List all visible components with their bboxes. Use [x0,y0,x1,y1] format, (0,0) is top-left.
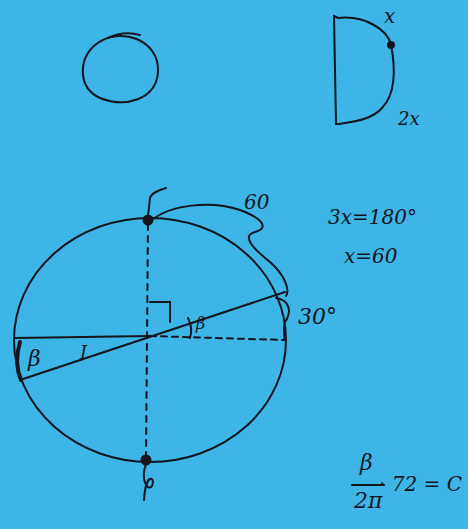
arc-60-bracket [152,205,287,296]
segment-mark: I [80,344,87,362]
half-circle [334,16,394,124]
angle-symbol: β [196,316,205,332]
fraction-numerator: β [360,452,373,474]
angle-arc [188,318,191,338]
bottom-loop [144,464,153,500]
angle-value: 60 [244,192,269,212]
big-circle [14,218,286,462]
fraction-denominator: 2π [354,490,382,512]
point-dot [388,42,394,48]
right-angle-mark [150,302,170,322]
vertical-dashed [146,224,148,456]
horizontal-line [15,336,150,338]
equation: x=60 [344,246,398,266]
point-label: x [384,6,395,26]
arc-label: 2x [398,110,420,128]
angle-symbol: β [28,348,41,370]
arc-30-bracket [276,298,289,340]
left-arc [17,342,21,380]
equation: 3x=180° [328,207,417,227]
tilted-diameter [20,292,285,380]
angle-value: 30° [298,306,337,328]
scribble [108,33,140,38]
horizontal-dashed [150,336,284,340]
top-scribble [148,188,166,216]
small-circle [83,36,158,102]
equation: · 72 = C [379,474,462,494]
